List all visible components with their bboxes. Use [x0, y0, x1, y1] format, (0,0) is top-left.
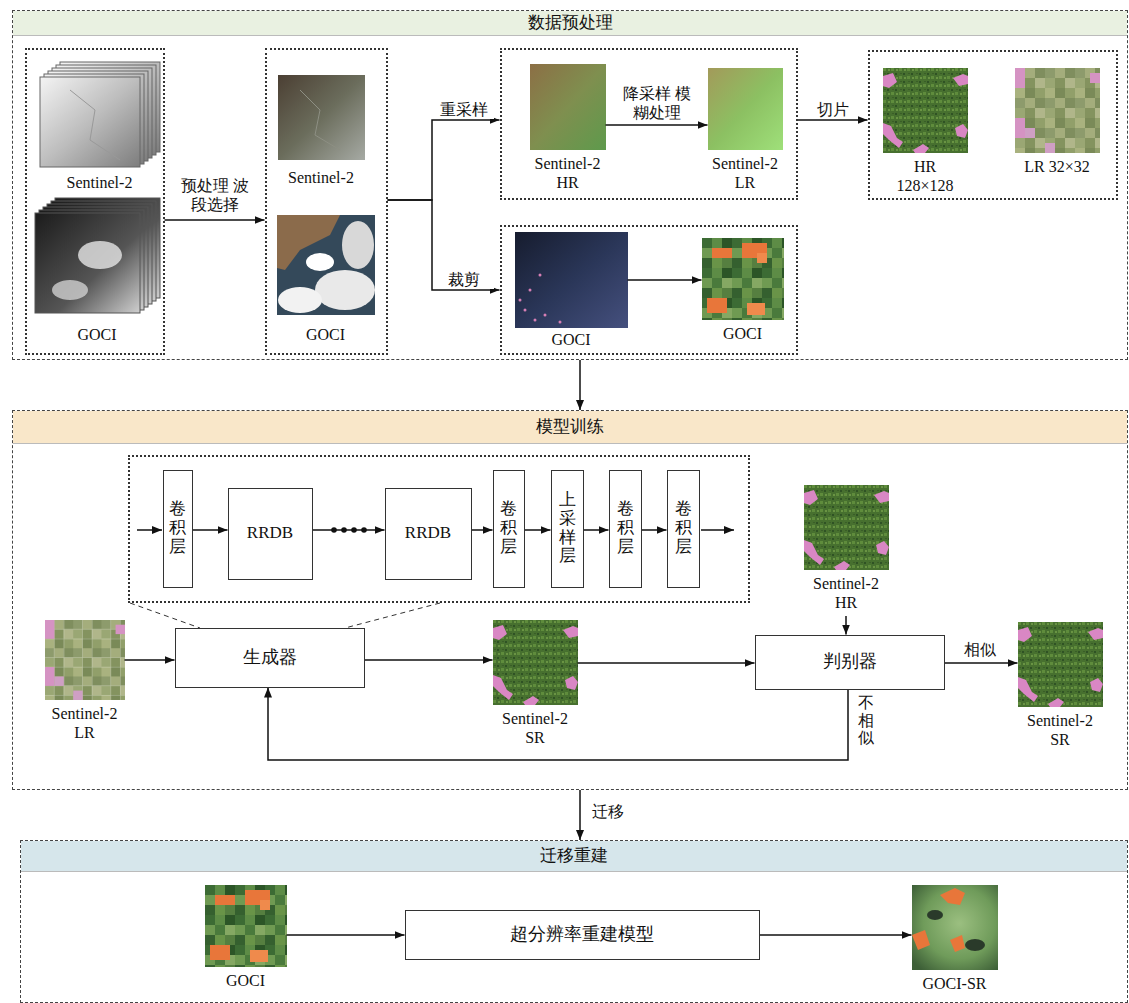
connector-arrow — [388, 200, 500, 290]
image-caption: GOCI — [271, 325, 381, 344]
image-caption: GOCI-SR — [900, 974, 1010, 993]
section-title: 数据预处理 — [13, 11, 1127, 36]
image-caption: GOCI — [37, 325, 157, 344]
connector-arrow — [584, 529, 609, 531]
connector-arrow — [525, 529, 551, 531]
process-box: 生成器 — [175, 628, 365, 688]
edge-label: 迁移 — [592, 802, 624, 821]
dotted-group: Sentinel-2 HR Sentinel-2 LR — [500, 48, 798, 200]
layer-box: 卷积层 — [493, 470, 525, 588]
image-caption: LR 32×32 — [1021, 157, 1093, 176]
connector-arrow — [579, 360, 581, 410]
image-tile: GOCI — [35, 198, 160, 313]
image-tile: GOCI — [205, 885, 287, 967]
connector-arrow — [606, 124, 708, 126]
connector-arrow — [365, 659, 493, 661]
image-tile: Sentinel-2 SR — [493, 620, 578, 705]
box-label: RRDB — [405, 523, 451, 543]
process-box: RRDB — [228, 488, 313, 580]
connector-arrow — [642, 529, 667, 531]
image-caption: GOCI — [693, 324, 793, 343]
layer-label: 卷积层 — [169, 500, 186, 556]
image-caption: Sentinel-2 SR — [499, 709, 571, 747]
image-caption: Sentinel-2 HR — [532, 154, 604, 192]
section-panel: 模型训练卷积层 RRDB RRDB 卷积层 上采样层 卷积层 卷积层 Sentinel-2 L… — [12, 410, 1128, 790]
layer-box: 卷积层 — [667, 470, 700, 588]
input-arrow — [137, 529, 162, 531]
layer-label: 卷积层 — [617, 500, 634, 556]
edge-label: 重采样 — [434, 100, 494, 119]
connector-arrow — [578, 662, 755, 664]
box-label: RRDB — [247, 523, 293, 543]
image-caption: Sentinel-2 — [35, 173, 165, 192]
connector-arrow — [579, 790, 581, 840]
section-title: 迁移重建 — [21, 841, 1127, 872]
layer-box: 上采样层 — [551, 470, 584, 588]
image-tile: Sentinel-2 HR — [530, 64, 606, 150]
image-caption: HR 128×128 — [889, 157, 961, 195]
image-tile: Sentinel-2 — [278, 75, 365, 160]
output-arrow — [701, 529, 734, 531]
connector-arrow — [798, 119, 868, 121]
edge-label: 预处理 波段选择 — [179, 176, 251, 214]
image-caption: Sentinel-2 SR — [1024, 711, 1096, 749]
process-box: 超分辨率重建模型 — [405, 910, 760, 960]
dotted-group: 卷积层 RRDB RRDB 卷积层 上采样层 卷积层 卷积层 — [128, 455, 750, 603]
image-caption: Sentinel-2 — [261, 168, 381, 187]
connector-arrow — [165, 219, 265, 221]
image-tile: Sentinel-2 — [40, 62, 160, 167]
connector-arrow — [268, 688, 848, 761]
connector-arrow — [125, 659, 175, 661]
image-caption: Sentinel-2 LR — [709, 154, 781, 192]
zoom-line — [345, 603, 440, 628]
process-box: 判别器 — [755, 635, 945, 690]
image-caption: GOCI — [516, 330, 626, 349]
connector-arrow — [472, 529, 493, 531]
ellipsis-dots — [331, 527, 367, 533]
image-tile: Sentinel-2 LR — [708, 68, 783, 150]
process-box: RRDB — [385, 488, 472, 580]
connector-arrow — [845, 616, 847, 635]
image-tile: GOCI — [515, 232, 628, 326]
image-tile: HR 128×128 — [883, 68, 968, 153]
box-label: 判别器 — [823, 651, 877, 673]
section-panel: 迁移重建 GOCI 超分辨率重建模型 GOCI-SR — [20, 840, 1128, 1003]
edge-label: 相似 — [955, 640, 1005, 659]
box-label: 超分辨率重建模型 — [510, 924, 654, 946]
connector-arrow — [193, 529, 228, 531]
edge-label: 不相似 — [858, 694, 874, 747]
dotted-group: Sentinel-2GOCI — [25, 48, 165, 355]
image-tile: LR 32×32 — [1015, 68, 1100, 153]
layer-box: 卷积层 — [609, 470, 642, 588]
image-tile: Sentinel-2 LR — [45, 620, 125, 700]
zoom-line — [130, 603, 200, 628]
connector-arrow — [628, 279, 702, 281]
connector-arrow — [313, 529, 385, 531]
connector-arrow — [388, 120, 500, 200]
dotted-group: GOCI GOCI — [500, 225, 798, 355]
connector-arrow — [760, 934, 912, 936]
dotted-group: HR 128×128 LR 32×32 — [868, 50, 1118, 200]
layer-label: 卷积层 — [500, 500, 517, 556]
edge-label: 裁剪 — [434, 270, 494, 289]
connector-arrow — [945, 662, 1018, 664]
image-caption: Sentinel-2 HR — [810, 574, 882, 612]
box-label: 生成器 — [243, 647, 297, 669]
connector-arrow — [287, 934, 405, 936]
edge-label: 切片 — [808, 100, 858, 119]
layer-label: 卷积层 — [675, 500, 692, 556]
image-tile: GOCI — [702, 238, 784, 320]
image-tile: GOCI — [277, 215, 375, 315]
edge-label: 降采样 模糊处理 — [621, 84, 693, 122]
layer-box: 卷积层 — [163, 470, 193, 588]
section-title: 模型训练 — [13, 411, 1127, 444]
dotted-group: Sentinel-2GOCI — [265, 48, 388, 355]
image-caption: Sentinel-2 LR — [49, 704, 121, 742]
image-tile: Sentinel-2 SR — [1018, 622, 1103, 707]
image-tile: Sentinel-2 HR — [804, 485, 889, 570]
image-caption: GOCI — [196, 971, 296, 990]
layer-label: 上采样层 — [559, 491, 576, 566]
image-tile: GOCI-SR — [912, 885, 998, 970]
